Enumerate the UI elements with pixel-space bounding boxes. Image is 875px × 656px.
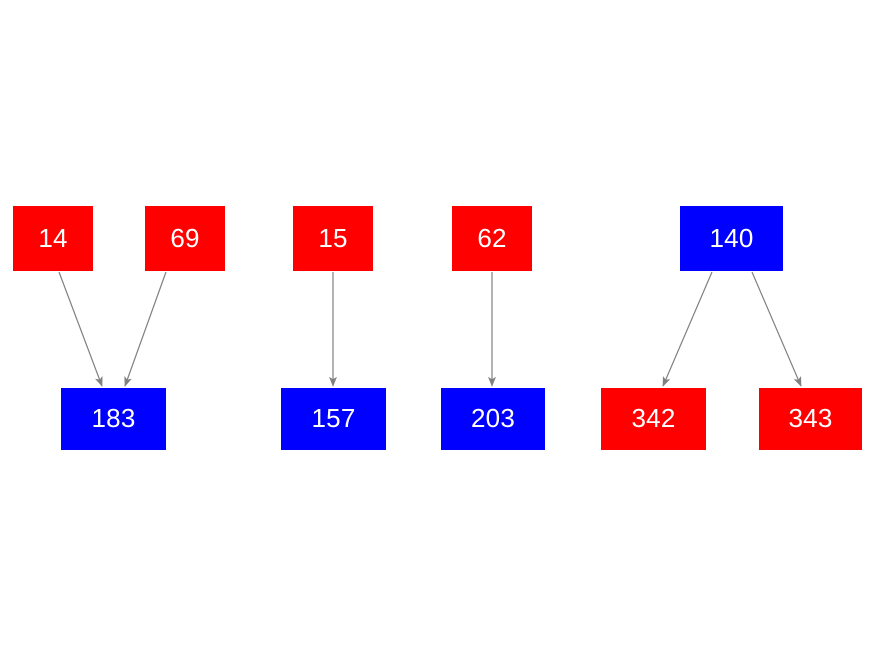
node-15[interactable]: 15 (293, 206, 373, 271)
node-140[interactable]: 140 (680, 206, 783, 271)
node-label: 140 (709, 222, 754, 253)
node-label: 343 (788, 403, 833, 433)
edge-14-to-183 (58, 271, 103, 387)
node-label: 203 (471, 403, 515, 433)
node-343[interactable]: 343 (759, 388, 862, 450)
edge-140-to-343 (751, 271, 802, 387)
node-62[interactable]: 62 (452, 206, 532, 271)
edge-69-to-183 (124, 271, 167, 387)
node-69[interactable]: 69 (145, 206, 225, 271)
edge-140-to-342 (662, 271, 713, 387)
node-183[interactable]: 183 (61, 388, 166, 450)
node-label: 183 (91, 403, 136, 433)
node-157[interactable]: 157 (281, 388, 386, 450)
node-342[interactable]: 342 (601, 388, 706, 450)
node-label: 157 (311, 403, 356, 433)
node-label: 69 (170, 222, 200, 253)
node-14[interactable]: 14 (13, 206, 93, 271)
node-label: 15 (318, 222, 348, 253)
node-label: 62 (477, 222, 507, 253)
node-label: 342 (631, 403, 676, 433)
node-label: 14 (38, 222, 68, 253)
node-203[interactable]: 203 (441, 388, 545, 450)
edges-group (58, 271, 802, 387)
